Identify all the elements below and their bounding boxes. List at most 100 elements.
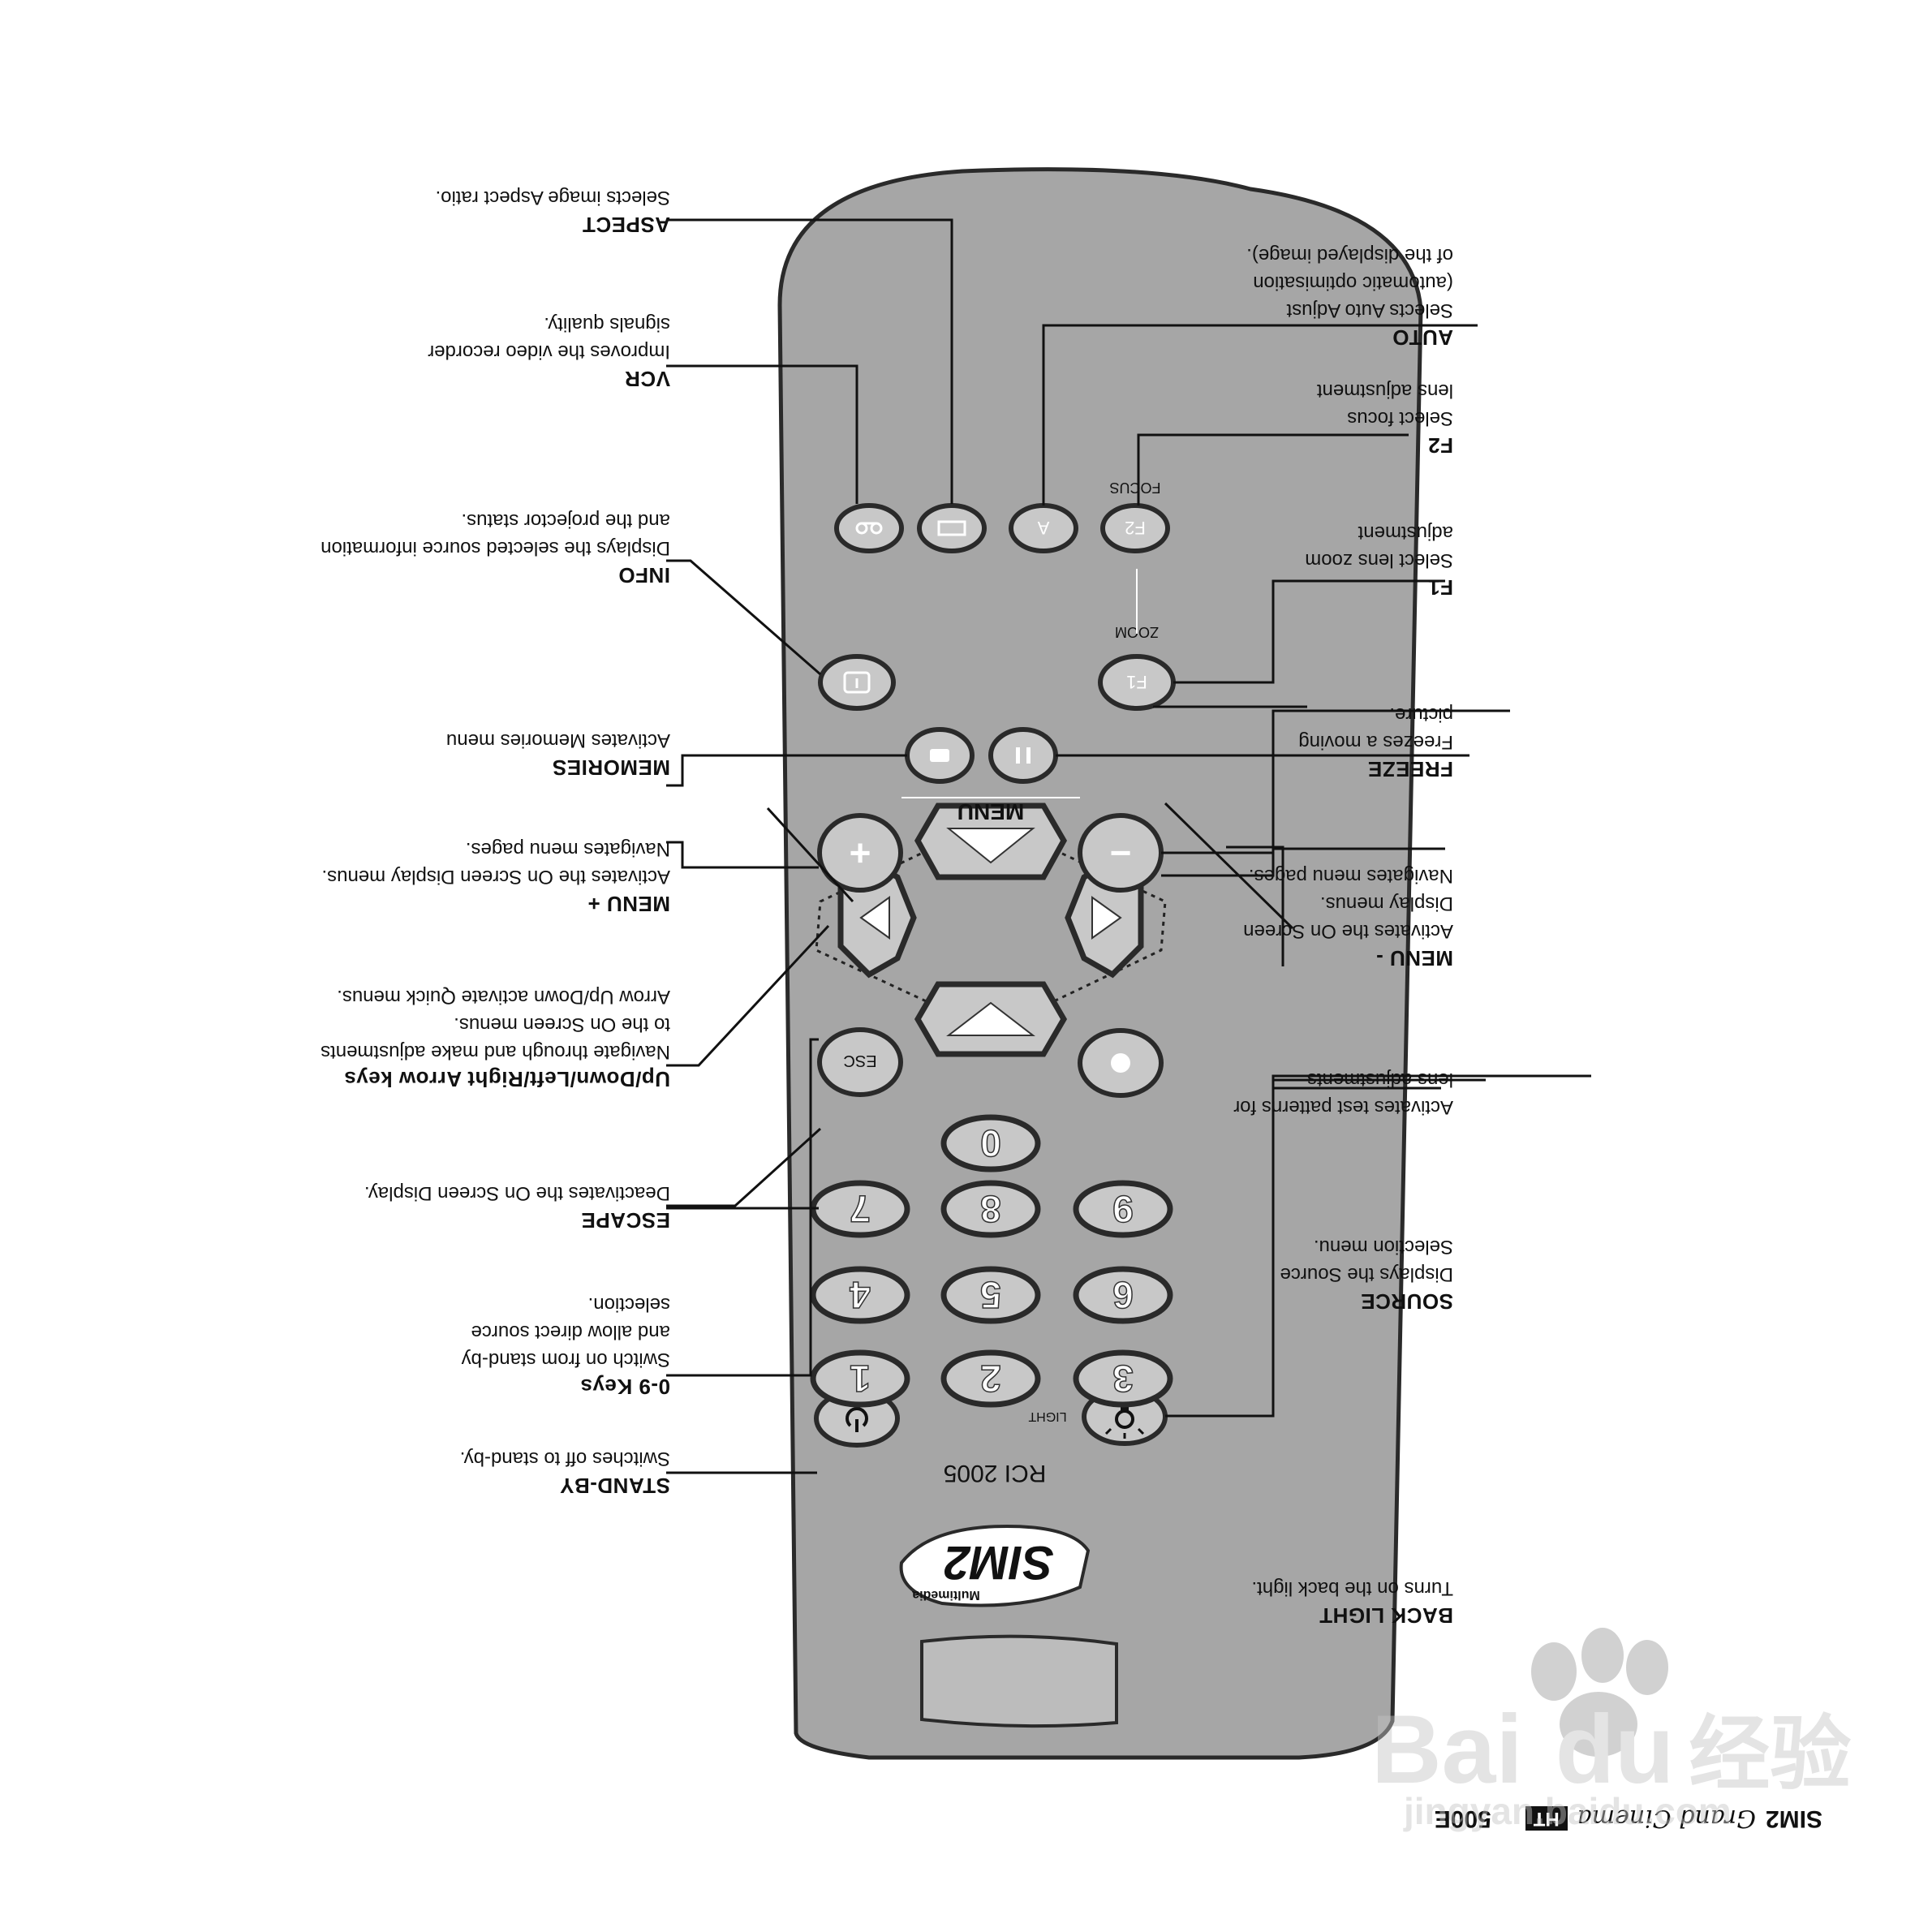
sim2-logo: SIM2 Multimedia <box>899 1524 1091 1607</box>
digit-key-8[interactable]: 8 <box>940 1180 1041 1238</box>
esc-button[interactable]: ESC <box>817 1027 903 1097</box>
annotation-line: Activates the On Screen Display menus. <box>321 866 670 888</box>
up-arrow-icon <box>946 828 1035 864</box>
annotation-line: to the On Screen menus. <box>454 1013 670 1035</box>
annotation-line: Navigates menu pages. <box>1248 865 1453 887</box>
annotation-line: lens adjustment <box>1316 380 1453 402</box>
f1-button[interactable]: F1 <box>1098 654 1176 711</box>
model-number: RCI 2005 <box>944 1460 1047 1487</box>
annotation-title: INFO <box>617 563 670 587</box>
annotation-line: Activates Memories menu <box>445 729 670 751</box>
annotation-line: Activates test patterns for <box>1233 1096 1453 1118</box>
annotation-line: Select focus <box>1347 407 1453 429</box>
vcr-button[interactable] <box>834 503 904 553</box>
annotation-line: Selection menu. <box>1313 1236 1453 1258</box>
digit-key-2[interactable]: 2 <box>940 1349 1041 1408</box>
annotation-f1: F1 Select lens zoom adjustment <box>1305 518 1453 601</box>
test-pattern-button[interactable] <box>1078 1028 1164 1098</box>
annotation-line: adjustment <box>1358 522 1453 544</box>
annotation-test-patterns: Activates test patterns for lens adjustm… <box>1233 1065 1453 1121</box>
cassette-icon <box>855 522 883 535</box>
annotation-line: Display menus. <box>1319 893 1453 914</box>
annotation-line: Displays the Source <box>1280 1263 1453 1285</box>
memories-button[interactable] <box>905 727 975 784</box>
menu-plus-button[interactable]: + <box>817 813 903 893</box>
annotation-menu-plus: MENU + Activates the On Screen Display m… <box>321 835 670 918</box>
power-icon <box>846 1407 868 1432</box>
annotation-info: INFO Displays the selected source inform… <box>321 506 670 589</box>
annotation-standby: STAND-BY Switches off to stand-by. <box>460 1444 670 1500</box>
paw-icon <box>1531 1628 1668 1757</box>
digit-key-7[interactable]: 7 <box>810 1180 910 1238</box>
digit-key-6[interactable]: 6 <box>1073 1266 1173 1324</box>
digit-key-4[interactable]: 4 <box>810 1266 910 1324</box>
annotation-title: ASPECT <box>582 213 670 237</box>
logo-text: SIM2 <box>944 1536 1053 1589</box>
annotation-line: of the displayed image). <box>1246 244 1453 266</box>
memory-icon <box>930 749 949 762</box>
digit-label: 4 <box>850 1274 871 1316</box>
digit-key-3[interactable]: 3 <box>1073 1349 1173 1408</box>
annotation-keys09: 0-9 Keys Switch on from stand-by and all… <box>462 1290 670 1401</box>
annotation-title: SOURCE <box>1360 1289 1453 1314</box>
digit-label: 5 <box>980 1274 1001 1316</box>
digit-key-9[interactable]: 9 <box>1073 1180 1173 1238</box>
minus-icon: − <box>1110 833 1132 875</box>
right-arrow-icon <box>859 896 890 940</box>
info-button[interactable] <box>818 654 896 711</box>
digit-label: 1 <box>850 1358 871 1400</box>
annotation-line: Switch on from stand-by <box>461 1349 670 1370</box>
annotation-title: STAND-BY <box>559 1474 670 1498</box>
annotation-auto: AUTO Selects Auto Adjust (automatic opti… <box>1246 241 1453 351</box>
freeze-button[interactable] <box>988 727 1058 784</box>
digit-label: 0 <box>980 1122 1001 1164</box>
info-icon <box>843 671 871 694</box>
annotation-title: AUTO <box>1392 325 1453 350</box>
annotation-line: Switches off to stand-by. <box>459 1448 670 1469</box>
auto-button[interactable]: A <box>1009 503 1078 553</box>
f2-button[interactable]: F2 <box>1100 503 1170 553</box>
annotation-line: Selects Auto Adjust <box>1286 299 1453 321</box>
annotation-line: lens adjustments <box>1306 1069 1453 1091</box>
annotation-line: picture. <box>1389 704 1453 725</box>
annotation-freeze: FREEZE Freezes a moving picture. <box>1298 700 1453 783</box>
annotation-line: and allow direct source <box>471 1321 670 1343</box>
light-label: LIGHT <box>1028 1409 1066 1423</box>
aspect-button[interactable] <box>917 503 987 553</box>
annotation-source: SOURCE Displays the Source Selection men… <box>1280 1233 1453 1315</box>
digit-label: 6 <box>1112 1274 1134 1316</box>
digit-key-5[interactable]: 5 <box>940 1266 1041 1324</box>
annotation-title: MENU + <box>587 892 670 916</box>
watermark: Bai du 经验 jingyan.baidu.com <box>1371 1623 1874 1834</box>
menu-minus-button[interactable]: − <box>1078 813 1164 893</box>
digit-label: 7 <box>850 1188 871 1230</box>
annotation-line: Improves the video recorder <box>428 341 670 363</box>
annotation-vcr: VCR Improves the video recorder signals … <box>428 310 670 393</box>
leader-lines <box>666 218 1591 1474</box>
annotation-line: signals quality. <box>544 313 670 335</box>
annotation-line: Deactivates the On Screen Display. <box>364 1182 670 1204</box>
aspect-icon <box>937 520 966 536</box>
annotation-line: Select lens zoom <box>1305 549 1453 571</box>
logo-subtext: Multimedia <box>912 1588 980 1602</box>
annotation-back-light: BACK LIGHT Turns on the back light. <box>1251 1574 1453 1629</box>
digit-key-1[interactable]: 1 <box>810 1349 910 1408</box>
annotation-line: Arrow Up/Down activate Quick menus. <box>337 986 670 1008</box>
up-arrow-button[interactable] <box>914 802 1068 880</box>
digit-label: 2 <box>980 1358 1001 1400</box>
esc-label: ESC <box>843 1052 876 1069</box>
annotation-title: MENU - <box>1375 946 1453 970</box>
focus-label: FOCUS <box>1110 480 1161 496</box>
down-arrow-button[interactable] <box>914 981 1068 1057</box>
annotation-title: F1 <box>1427 575 1453 600</box>
watermark-url: jingyan.baidu.com <box>1404 1790 1732 1832</box>
pause-icon <box>1016 747 1031 764</box>
auto-label: A <box>1037 518 1049 538</box>
f1-label: F1 <box>1126 672 1147 692</box>
plus-icon: + <box>850 833 871 875</box>
digit-key-0[interactable]: 0 <box>940 1114 1041 1173</box>
annotation-line: (automatic optimisation <box>1253 272 1453 294</box>
annotation-title: FREEZE <box>1367 757 1453 781</box>
